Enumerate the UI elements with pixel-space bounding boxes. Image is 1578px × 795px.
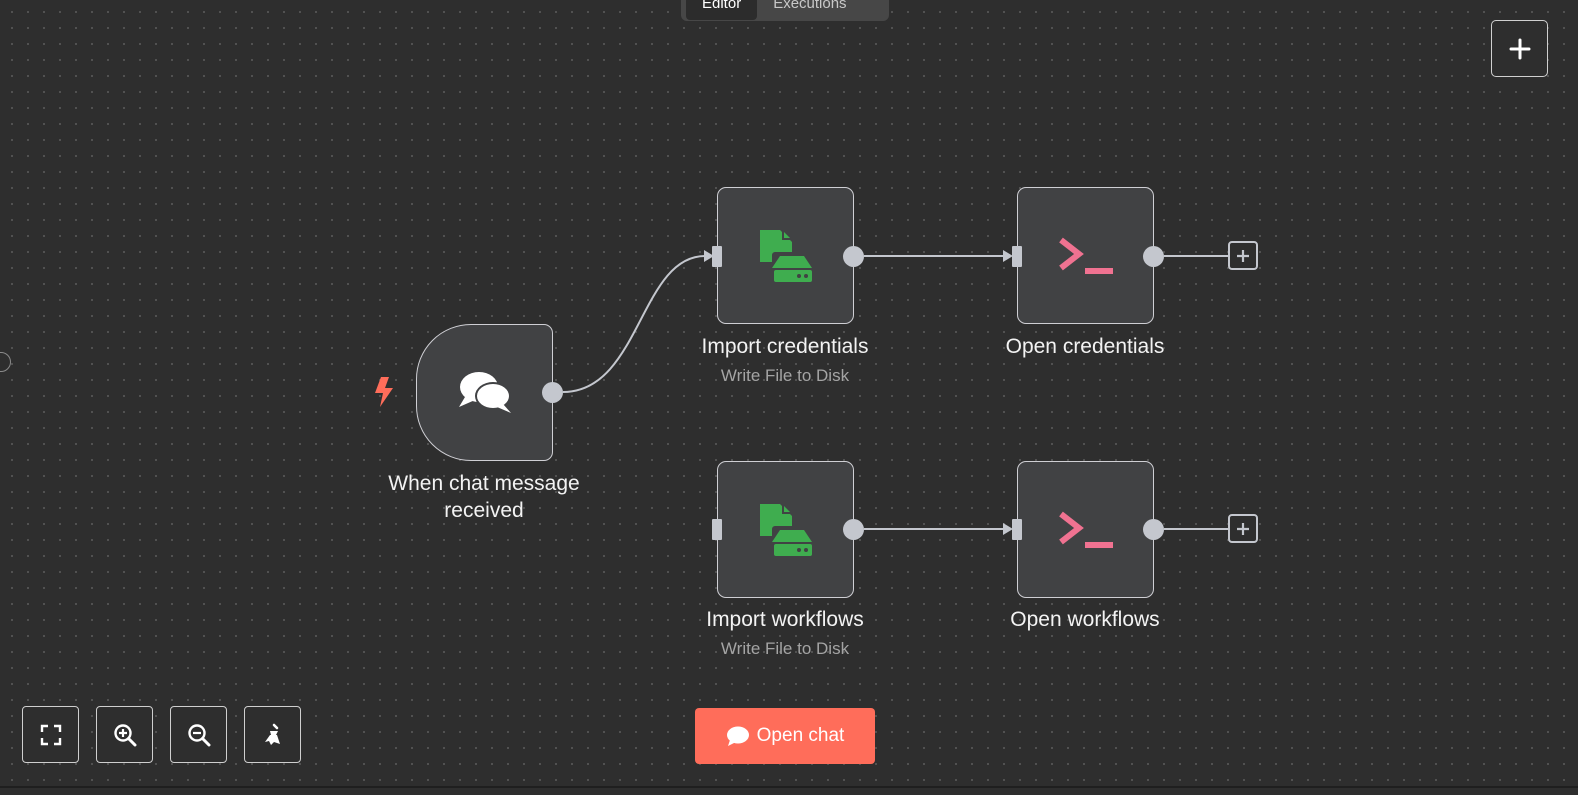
node-output-handle[interactable]: [542, 382, 563, 403]
zoom-in-button[interactable]: [96, 706, 153, 763]
node-input-handle[interactable]: [712, 246, 722, 267]
view-tabs: Editor Executions: [681, 0, 889, 21]
node-import-credentials[interactable]: [717, 187, 854, 324]
node-import-workflows[interactable]: [717, 461, 854, 598]
broom-icon: [264, 723, 280, 745]
tab-executions[interactable]: Executions: [773, 0, 847, 12]
node-subtitle-import-workflows: Write File to Disk: [720, 639, 850, 658]
plus-icon: [1509, 38, 1530, 59]
side-panel-toggle[interactable]: [0, 352, 11, 372]
node-subtitle-import-credentials: Write File to Disk: [720, 366, 850, 385]
node-output-handle[interactable]: [843, 519, 864, 540]
tab-editor[interactable]: Editor: [686, 0, 758, 20]
file-disk-icon: [759, 503, 812, 556]
node-open-credentials[interactable]: [1017, 187, 1154, 324]
plus-icon: [1237, 249, 1249, 262]
open-chat-button[interactable]: Open chat: [695, 708, 875, 764]
tidy-up-button[interactable]: [244, 706, 301, 763]
terminal-icon: [1058, 511, 1113, 548]
add-node-button[interactable]: [1491, 20, 1548, 77]
node-label-import-credentials: Import credentials: [701, 335, 869, 358]
zoom-out-icon: [187, 723, 210, 746]
fit-view-button[interactable]: [22, 706, 79, 763]
node-input-handle[interactable]: [1012, 519, 1022, 540]
node-input-handle[interactable]: [1012, 246, 1022, 267]
node-open-workflows[interactable]: [1017, 461, 1154, 598]
bottom-divider: [0, 786, 1578, 788]
node-label-chat-trigger: When chat message received: [388, 472, 580, 522]
node-chat-trigger[interactable]: [416, 324, 553, 461]
chat-bubble-icon: [726, 726, 749, 746]
open-chat-label: Open chat: [756, 725, 845, 746]
chat-bubbles-icon: [458, 371, 511, 413]
terminal-icon: [1058, 237, 1113, 274]
node-output-handle[interactable]: [843, 246, 864, 267]
node-output-handle[interactable]: [1143, 246, 1164, 267]
node-input-handle[interactable]: [712, 519, 722, 540]
node-label-open-workflows: Open workflows: [1010, 608, 1160, 631]
trigger-bolt-icon: [375, 377, 393, 407]
plus-icon: [1237, 522, 1249, 535]
zoom-in-icon: [113, 723, 136, 746]
file-disk-icon: [759, 229, 812, 282]
zoom-out-button[interactable]: [170, 706, 227, 763]
node-label-import-workflows: Import workflows: [706, 608, 864, 631]
add-next-node-button[interactable]: [1228, 241, 1258, 270]
add-next-node-button[interactable]: [1228, 514, 1258, 543]
node-label-open-credentials: Open credentials: [1005, 335, 1165, 358]
fit-view-icon: [40, 724, 61, 745]
node-output-handle[interactable]: [1143, 519, 1164, 540]
